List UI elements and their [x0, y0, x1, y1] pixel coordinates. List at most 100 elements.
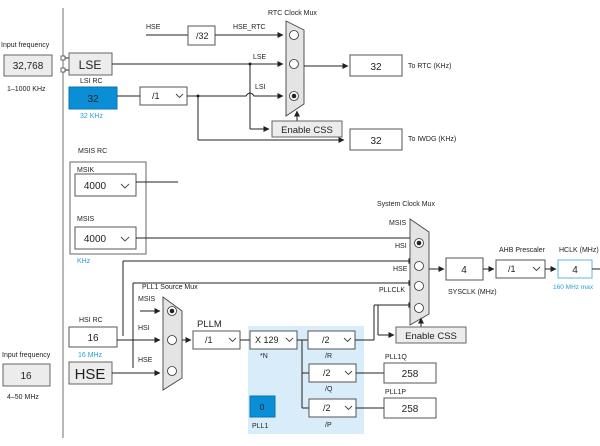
- pll-mux-hse-label: HSE: [138, 357, 153, 364]
- lsi-rc-block[interactable]: 32: [68, 86, 118, 110]
- msis-rc-title: MSIS RC: [78, 148, 107, 155]
- pll1-label: PLL1: [252, 423, 268, 430]
- svg-text:16: 16: [87, 333, 99, 344]
- msik-dropdown[interactable]: 4000: [74, 173, 137, 197]
- iwdg-output-label: To IWDG (KHz): [408, 136, 456, 143]
- svg-text:/2: /2: [323, 403, 331, 413]
- pll-source-mux-title: PLL1 Source Mux: [142, 284, 198, 291]
- hse-input-frequency-field[interactable]: 16: [2, 363, 51, 387]
- lse-input-frequency-label: Input frequency: [1, 42, 50, 49]
- chevron-down-icon: [343, 337, 352, 343]
- svg-text:32,768: 32,768: [13, 61, 44, 72]
- lse-block[interactable]: LSE: [68, 52, 113, 76]
- sys-mux-title: System Clock Mux: [377, 201, 435, 208]
- msis-label: MSIS: [77, 216, 94, 223]
- hse-rtc-label: HSE_RTC: [233, 24, 266, 31]
- hse-input-range: 4–50 MHz: [7, 394, 39, 401]
- msis-dropdown[interactable]: 4000: [74, 226, 137, 250]
- pll-q-label: /Q: [325, 386, 333, 393]
- msis-rc-group: [69, 161, 147, 255]
- sys-mux-msis-label: MSIS: [389, 220, 406, 227]
- svg-text:32: 32: [87, 94, 99, 105]
- sys-mux-hse-label: HSE: [393, 266, 408, 273]
- hclk-max-hint: 160 MHz max: [553, 284, 594, 291]
- svg-text:16: 16: [20, 371, 32, 382]
- rtc-mux-title: RTC Clock Mux: [268, 10, 317, 17]
- chevron-down-icon: [228, 337, 237, 343]
- pll1q-output-value: 258: [383, 362, 437, 384]
- pll1p-label: PLL1P: [385, 389, 406, 396]
- pll-p-label: /P: [325, 422, 332, 429]
- lsi-frequency-hint: 32 KHz: [80, 113, 103, 120]
- pllm-label: PLLM: [197, 319, 222, 330]
- rtc-enable-css-button[interactable]: Enable CSS: [271, 120, 343, 138]
- lse-connector-2: [60, 67, 66, 73]
- sys-mux-radio-hsi[interactable]: [414, 261, 424, 271]
- svg-text:4000: 4000: [84, 234, 107, 245]
- chevron-down-icon: [532, 266, 541, 272]
- hclk-label: HCLK (MHz): [559, 247, 599, 254]
- lse-connector-1: [60, 55, 66, 61]
- rtc-mux-radio-lse[interactable]: [289, 59, 299, 69]
- pll-p-divider-dropdown[interactable]: /2: [308, 398, 357, 418]
- svg-text:X 129: X 129: [255, 335, 279, 345]
- pll1-state-toggle[interactable]: 0: [249, 395, 276, 418]
- svg-text:/1: /1: [205, 335, 213, 345]
- lsi-rc-title: LSI RC: [80, 78, 103, 85]
- svg-text:/2: /2: [322, 335, 330, 345]
- rtc-output-label: To RTC (KHz): [408, 63, 451, 70]
- iwdg-output-value: 32: [349, 128, 403, 151]
- hse-top-label: HSE: [146, 24, 161, 31]
- sys-enable-css-button[interactable]: Enable CSS: [395, 326, 467, 344]
- chevron-down-icon: [120, 183, 130, 189]
- hse-block[interactable]: HSE: [68, 361, 113, 385]
- svg-text:4: 4: [461, 265, 467, 276]
- pll-r-divider-dropdown[interactable]: /2: [307, 330, 356, 350]
- sys-mux-radio-hse[interactable]: [414, 281, 424, 291]
- svg-text:0: 0: [260, 402, 265, 412]
- pll-mux-radio-hse[interactable]: [167, 366, 177, 376]
- svg-text:LSE: LSE: [79, 58, 102, 72]
- sysclk-value: 4: [445, 257, 484, 281]
- hsi-frequency-hint: 16 MHz: [78, 352, 103, 359]
- rtc-mux-lse-label: LSE: [253, 54, 267, 61]
- sysclk-label: SYSCLK (MHz): [448, 289, 497, 296]
- sys-mux-hsi-label: HSI: [395, 243, 407, 250]
- chevron-down-icon: [120, 236, 130, 242]
- pll-q-divider-dropdown[interactable]: /2: [308, 363, 357, 383]
- svg-text:/1: /1: [508, 264, 516, 274]
- svg-text:HSE: HSE: [75, 366, 106, 383]
- svg-text:4: 4: [572, 265, 578, 276]
- hse-input-frequency-label: Input frequency: [2, 352, 51, 359]
- sys-mux-radio-pllclk[interactable]: [414, 303, 424, 313]
- ahb-prescaler-dropdown[interactable]: /1: [495, 259, 546, 279]
- pll-mux-hsi-label: HSI: [138, 325, 150, 332]
- hsi-rc-title: HSI RC: [79, 317, 103, 324]
- rtc-mux-lsi-label: LSI: [255, 84, 266, 91]
- pll1-source-mux: [162, 296, 183, 391]
- lse-input-frequency-field[interactable]: 32,768: [3, 54, 53, 77]
- pllm-dropdown[interactable]: /1: [192, 330, 241, 350]
- svg-text:258: 258: [402, 404, 419, 415]
- svg-text:258: 258: [402, 369, 419, 380]
- chevron-down-icon: [285, 337, 294, 343]
- pll-mux-msis-label: MSIS: [138, 296, 155, 303]
- hsi-rc-block[interactable]: 16: [68, 326, 118, 348]
- lse-input-range: 1–1000 KHz: [7, 86, 46, 93]
- rtc-output-value: 32: [349, 54, 403, 77]
- svg-text:/32: /32: [196, 31, 209, 41]
- lsi-prescaler-dropdown[interactable]: /1: [139, 86, 188, 106]
- svg-text:/2: /2: [323, 368, 331, 378]
- pll-mux-radio-hsi[interactable]: [167, 335, 177, 345]
- svg-text:Enable CSS: Enable CSS: [405, 331, 457, 342]
- rtc-clock-mux: [285, 20, 305, 117]
- sys-mux-pllclk-label: PLLCLK: [379, 287, 405, 294]
- system-clock-mux: [409, 218, 430, 326]
- rtc-mux-radio-hse-rtc[interactable]: [289, 30, 299, 40]
- pll-n-multiplier-dropdown[interactable]: X 129: [249, 330, 298, 350]
- svg-text:/1: /1: [152, 91, 160, 101]
- msis-unit: KHz: [77, 258, 91, 265]
- svg-text:32: 32: [370, 136, 382, 147]
- hclk-input[interactable]: 4: [557, 259, 593, 279]
- ahb-prescaler-label: AHB Prescaler: [499, 247, 546, 254]
